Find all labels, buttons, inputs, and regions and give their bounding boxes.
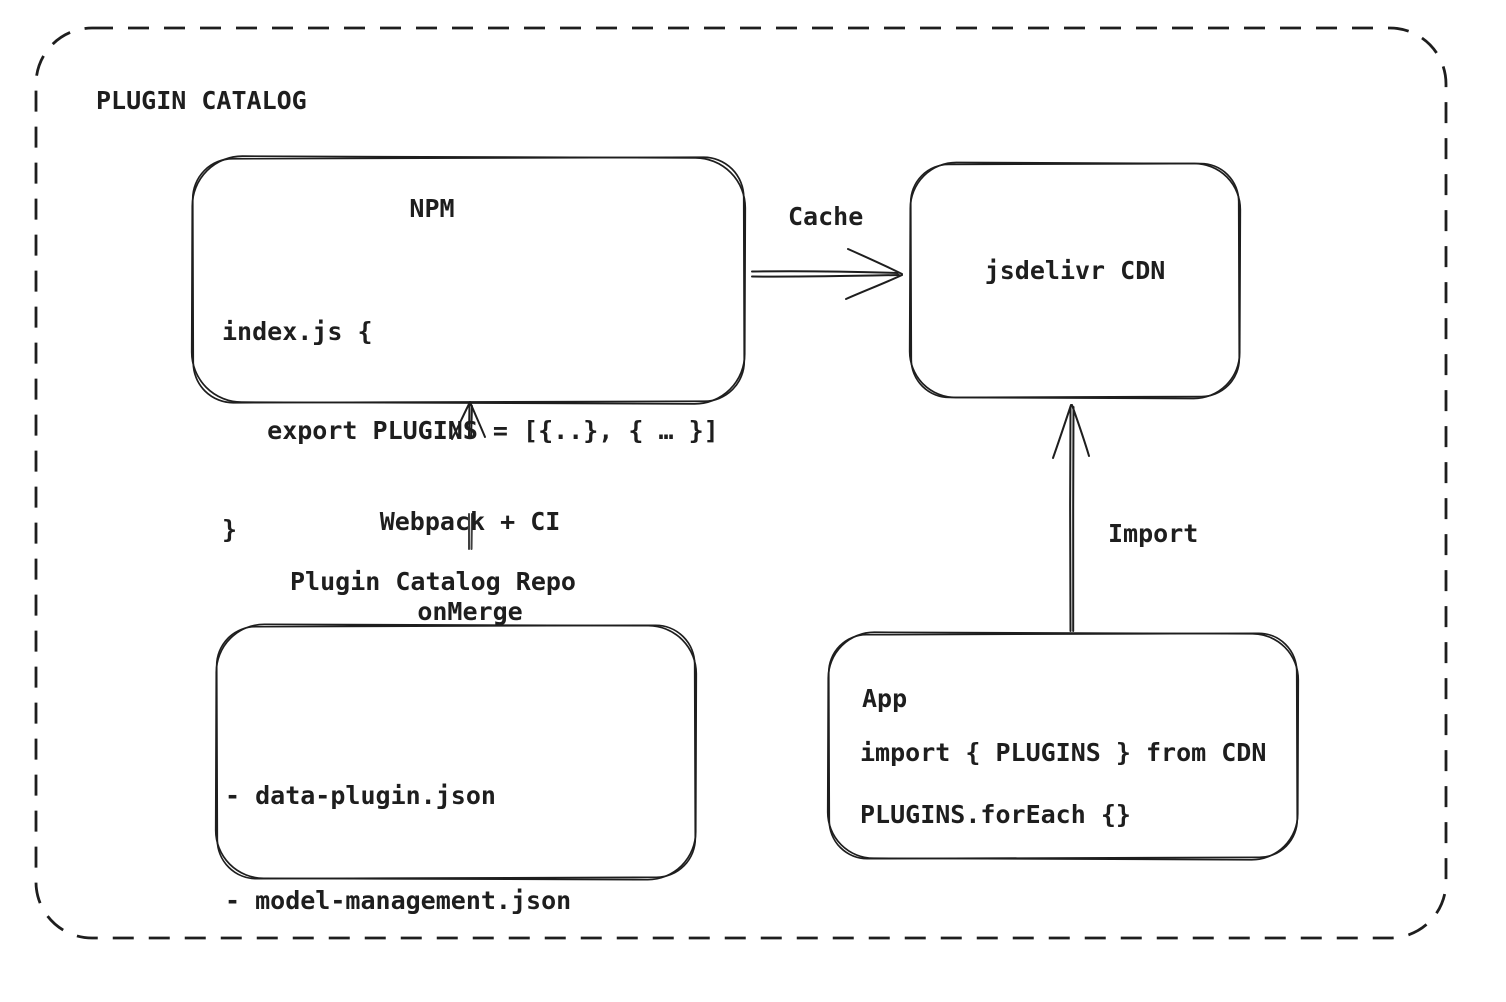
webpack-arrow	[451, 401, 486, 550]
npm-box-title: NPM	[409, 194, 455, 223]
webpack-arrow-label-line: Webpack + CI	[379, 507, 561, 536]
import-arrow-label: Import	[1108, 519, 1199, 548]
cdn-box-label: jsdelivr CDN	[984, 256, 1166, 285]
npm-code-snippet: index.js { export PLUGINS = [{..}, { … }…	[222, 249, 719, 612]
webpack-arrow-label-line: onMerge	[417, 597, 523, 626]
repo-file-item: …	[225, 988, 571, 1002]
import-arrow	[1052, 404, 1090, 632]
npm-code-line: index.js {	[222, 317, 373, 346]
app-code-line: PLUGINS.forEach {}	[860, 800, 1131, 829]
cdn-box	[908, 161, 1242, 400]
repo-box-title: Plugin Catalog Repo	[290, 567, 576, 596]
app-box	[826, 631, 1300, 861]
repo-box	[214, 623, 698, 881]
cache-arrow-label: Cache	[788, 202, 864, 231]
repo-file-item: - model-management.json	[225, 886, 572, 915]
npm-code-line: }	[222, 515, 238, 544]
repo-file-item: - data-plugin.json	[225, 781, 496, 810]
app-box-title: App	[862, 684, 908, 713]
cache-arrow	[751, 248, 903, 300]
webpack-arrow-label: Webpack + CI onMerge	[318, 447, 622, 687]
app-code-line: import { PLUGINS } from CDN	[860, 738, 1267, 767]
repo-file-list: - data-plugin.json - model-management.js…	[225, 708, 571, 1002]
diagram-title: PLUGIN CATALOG	[96, 86, 307, 115]
plugin-catalog-frame	[34, 26, 1448, 940]
npm-code-line: export PLUGINS = [{..}, { … }]	[222, 416, 719, 445]
